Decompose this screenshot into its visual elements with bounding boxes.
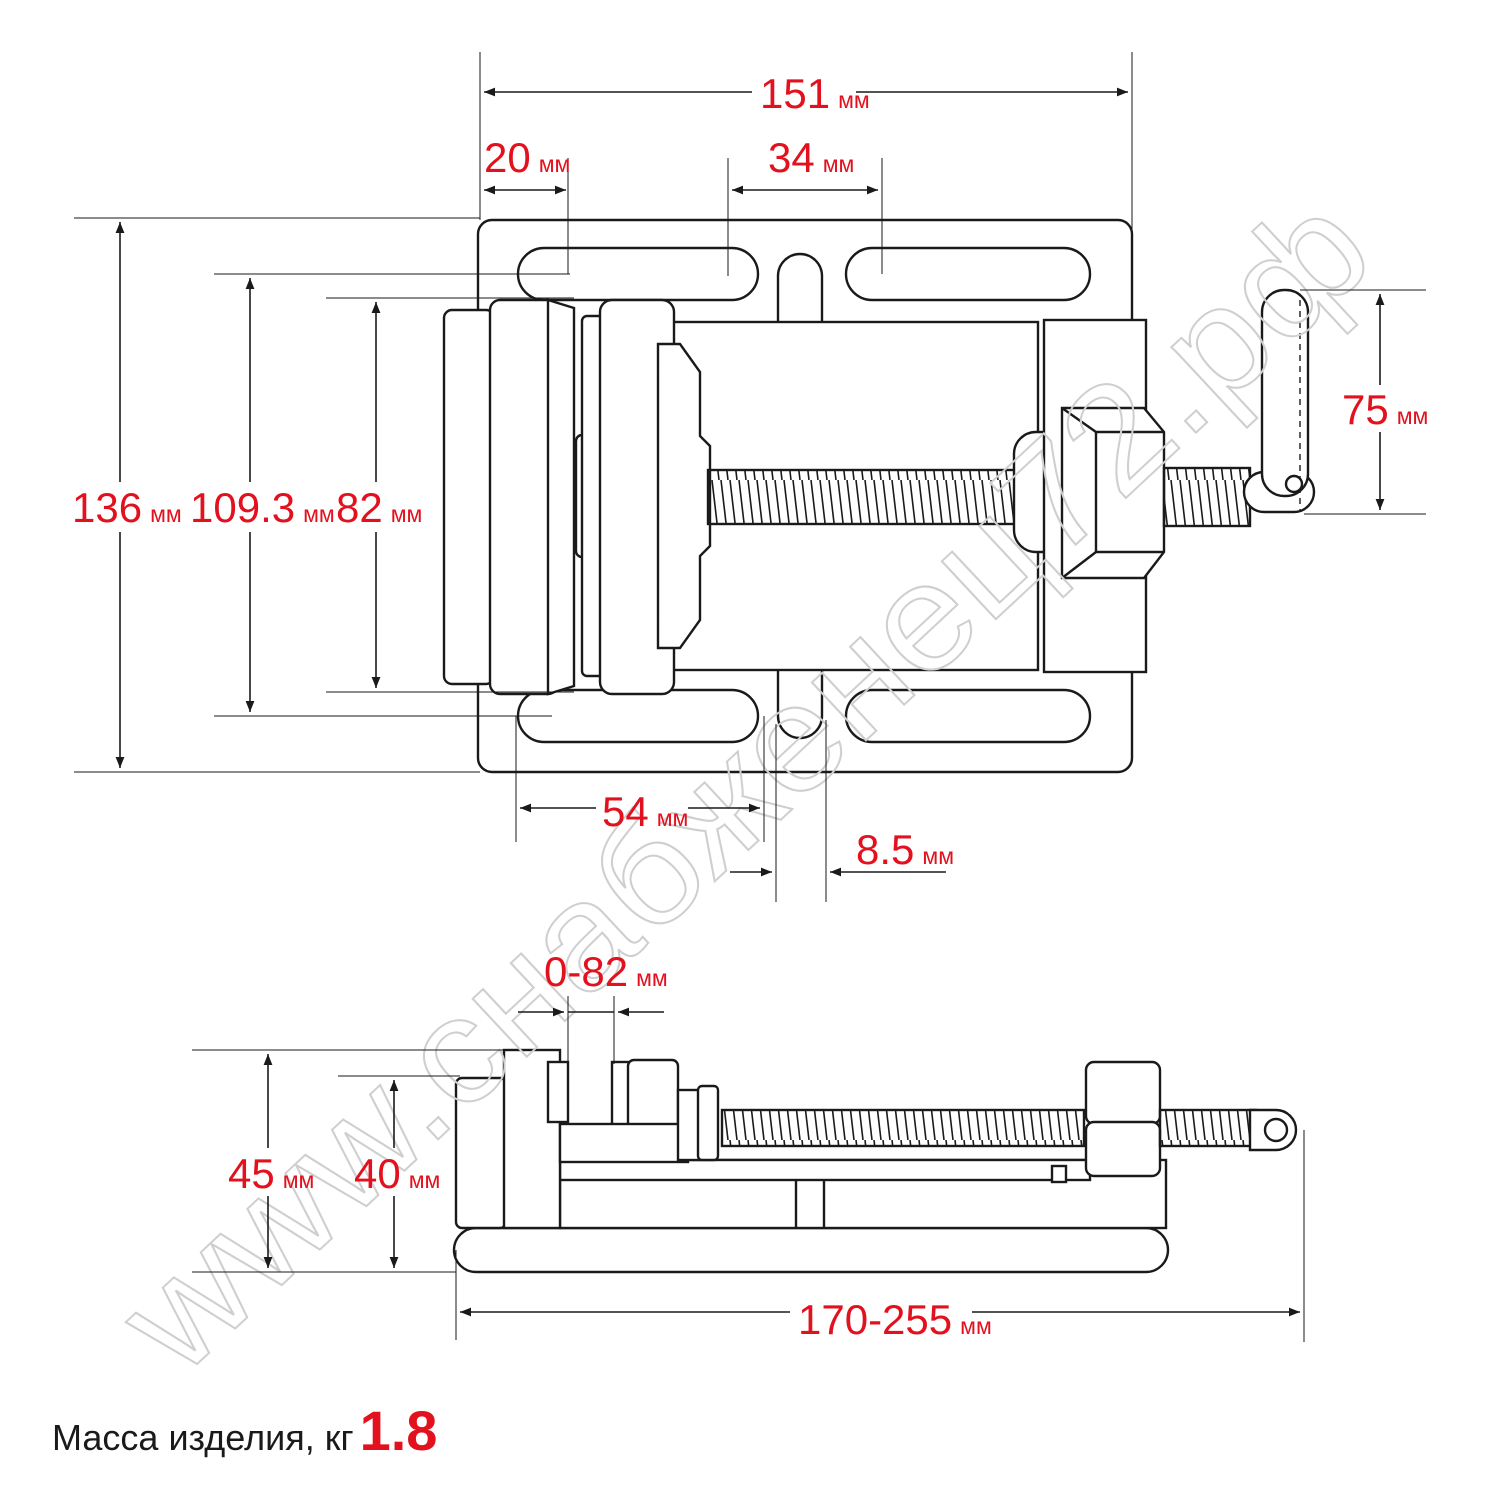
dim-label-slot-width: 8.5 мм — [856, 826, 954, 873]
dim-unit: мм — [636, 965, 668, 991]
dim-value: 40 — [354, 1150, 401, 1197]
side-hub — [676, 1088, 702, 1162]
dim-value: 0-82 — [544, 948, 628, 995]
crank-pin — [1284, 474, 1304, 494]
dim-value: 151 — [760, 70, 830, 117]
side-fixed-jaw-face — [546, 1060, 570, 1124]
hex-nut-edge-4 — [1061, 551, 1097, 579]
dim-value: 82 — [336, 484, 383, 531]
fixed-jaw-back — [442, 308, 496, 686]
svg-text:8.5мм: 8.5 мм — [856, 826, 954, 873]
dim-unit: мм — [303, 501, 335, 527]
dim-value: 75 — [1342, 386, 1389, 433]
dim-unit: мм — [657, 805, 689, 831]
dim-value: 54 — [602, 788, 649, 835]
hex-nut-edge — [1061, 407, 1097, 433]
crank-handle — [1260, 288, 1310, 498]
dim-unit: мм — [960, 1313, 992, 1339]
dim-value: 8.5 — [856, 826, 914, 873]
screw-tail — [1162, 466, 1252, 528]
dim-unit: мм — [391, 501, 423, 527]
side-nut-top — [1084, 1060, 1162, 1126]
mass-label: Масса изделия, кг — [52, 1417, 354, 1458]
dim-unit: мм — [283, 1167, 315, 1193]
svg-text:109.3мм: 109.3 мм — [190, 484, 335, 531]
extension-lines — [74, 52, 1426, 1342]
dim-unit: мм — [409, 1167, 441, 1193]
side-base — [452, 1226, 1170, 1274]
moving-jaw-hub — [656, 342, 712, 650]
side-crank-hole — [1263, 1117, 1289, 1143]
mass-value: 1.8 — [359, 1399, 438, 1462]
dim-unit: мм — [823, 151, 855, 177]
slot-bottom-right — [844, 688, 1092, 744]
dim-value: 34 — [768, 134, 815, 181]
dim-label-slot-span: 109.3 мм — [190, 484, 335, 531]
center-slot-top — [776, 252, 824, 322]
side-nut-bottom — [1084, 1120, 1162, 1178]
side-hub-collar — [696, 1084, 720, 1162]
dim-label-jaw-width: 82 мм — [336, 484, 422, 531]
dim-unit: мм — [838, 87, 870, 113]
dim-label-jaw-height: 40 мм — [354, 1150, 440, 1197]
fixed-jaw-face — [546, 298, 576, 696]
dim-label-height-total: 45 мм — [228, 1150, 314, 1197]
dim-unit: мм — [922, 843, 954, 869]
dim-label-handle-length: 75 мм — [1342, 386, 1428, 433]
dim-unit: мм — [150, 501, 182, 527]
dim-label-jaw-opening: 0-82 мм — [544, 948, 668, 995]
side-screw-tail — [1158, 1108, 1258, 1148]
dim-value: 20 — [484, 134, 531, 181]
dim-value: 170-255 — [798, 1296, 952, 1343]
side-rail-notch — [1050, 1164, 1068, 1184]
slot-top-right — [844, 246, 1092, 302]
dim-label-edge-to-slot: 20 мм — [484, 134, 570, 181]
center-slot-bottom — [776, 670, 824, 740]
dim-value: 45 — [228, 1150, 275, 1197]
dimension-lines — [115, 87, 1385, 1317]
dim-label-overall-length: 170-255 мм — [798, 1296, 992, 1343]
dim-unit: мм — [539, 151, 571, 177]
dim-label-slot-length: 54 мм — [602, 788, 688, 835]
dim-value: 109.3 — [190, 484, 295, 531]
dim-value: 136 — [72, 484, 142, 531]
vise-side-view — [452, 1048, 1298, 1274]
vise-top-view — [442, 218, 1316, 774]
dim-label-top-length: 151 мм — [760, 70, 870, 117]
dim-label-base-width: 136 мм — [72, 484, 182, 531]
side-lead-screw — [720, 1108, 1086, 1148]
dim-unit: мм — [1397, 403, 1429, 429]
dim-label-slot-gap: 34 мм — [768, 134, 854, 181]
side-moving-jaw-body — [558, 1122, 690, 1164]
